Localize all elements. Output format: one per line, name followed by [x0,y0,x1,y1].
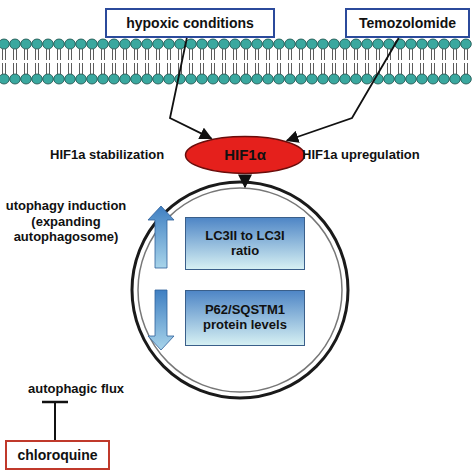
node-text: hypoxic conditions [122,15,258,31]
marker-box: P62/SQSTM1 protein levels [185,290,305,346]
node-text: HIF1α [220,146,270,163]
annotation-label: utophagy induction (expanding autophagos… [0,198,134,245]
drug-box: Temozolomide [345,8,470,38]
cell-circle [132,182,348,398]
inhibitor-box: chloroquine [5,440,110,470]
annotation-label: HIF1a stabilization [50,147,190,163]
node-text: LC3II to LC3I ratio [186,229,304,259]
annotation-label: HIF1a upregulation [302,147,452,163]
condition-box: hypoxic conditions [105,8,275,38]
protein-ellipse: HIF1α [184,135,306,175]
pathway-arrow [287,38,399,140]
increase-arrow [148,206,174,268]
node-text: chloroquine [13,447,101,463]
node-text: Temozolomide [355,15,460,31]
annotation-label: autophagic flux [28,381,148,397]
lipid-bilayer [0,39,471,84]
pathway-arrow [244,176,246,187]
inhibition-bar [42,402,68,440]
decrease-arrow [148,290,174,350]
node-text: P62/SQSTM1 protein levels [186,303,304,333]
marker-box: LC3II to LC3I ratio [185,217,305,270]
pathway-arrow [170,38,211,138]
